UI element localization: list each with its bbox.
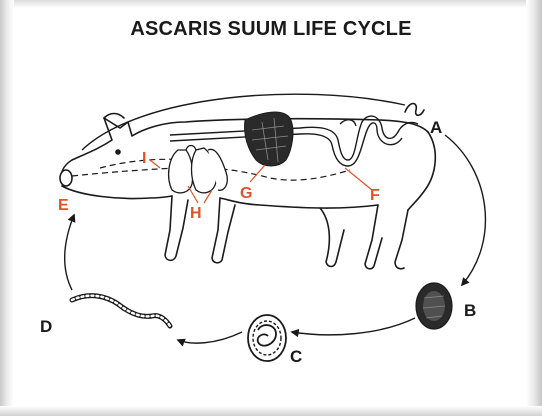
- arrow-D-to-E: [65, 215, 74, 290]
- arrow-C-to-D: [178, 332, 242, 343]
- egg-stage-c-illustration: [248, 315, 286, 361]
- liver-illustration: [245, 112, 293, 166]
- stage-label-A: A: [430, 118, 442, 137]
- organ-label-G: G: [240, 185, 252, 202]
- organ-label-F: F: [370, 187, 380, 204]
- organ-label-H: H: [190, 205, 202, 222]
- organ-label-I: I: [142, 150, 146, 167]
- egg-stage-b-illustration: [416, 283, 452, 329]
- pointer-I: [150, 160, 160, 168]
- arrow-B-to-C: [292, 318, 415, 335]
- pointer-F: [345, 168, 372, 190]
- stage-label-C: C: [290, 347, 302, 366]
- arrow-A-to-B: [445, 135, 485, 285]
- organ-label-E: E: [58, 197, 69, 214]
- larva-stage-d-illustration: [72, 296, 170, 326]
- stage-label-D: D: [40, 317, 52, 336]
- stage-label-B: B: [464, 301, 476, 320]
- pig-tail: [405, 104, 424, 116]
- lungs-illustration: [169, 146, 228, 193]
